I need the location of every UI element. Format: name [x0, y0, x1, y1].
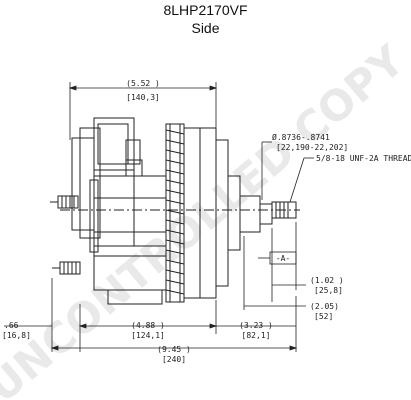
- dim-488-mm: [124,1]: [131, 331, 165, 340]
- dim-066-inch: .66: [4, 321, 19, 330]
- dim-shaft-dia-mm: [22,190-22,202]: [276, 143, 348, 152]
- dim-945-inch: (9.45 ): [157, 345, 191, 354]
- dim-205-inch: (2.05): [310, 302, 339, 311]
- terminal-stud-lower: [52, 261, 81, 275]
- datum-a: -A-: [276, 254, 290, 263]
- rear-housing: [71, 117, 143, 247]
- thread-note: 5/8-18 UNF-2A THREAD: [316, 154, 411, 163]
- shaft: [60, 201, 300, 219]
- dim-top-mm: [140,3]: [126, 93, 160, 102]
- dim-488-inch: (4.88 ): [131, 321, 165, 330]
- model-title: 8LHP2170VF: [163, 2, 248, 18]
- dim-shaft-dia-inch: Ø.8736-.8741: [272, 132, 330, 142]
- dim-102-inch: (1.02 ): [310, 276, 344, 285]
- watermark: UNCONTROLLED COPY: [0, 35, 411, 400]
- dim-top-inch: (5.52 ): [126, 79, 160, 88]
- dim-205-mm: [52]: [314, 312, 333, 321]
- dim-066-mm: [16,8]: [2, 331, 31, 340]
- dim-323-mm: [82,1]: [242, 331, 271, 340]
- terminal-stud-upper: [50, 195, 79, 209]
- view-title: Side: [191, 20, 220, 36]
- dimension-labels: (5.52 ) [140,3] Ø.8736-.8741 [22,190-22,…: [2, 79, 411, 364]
- dim-323-inch: (3.23 ): [239, 321, 273, 330]
- dim-102-mm: [25,8]: [314, 286, 343, 295]
- dimension-lines: [4, 82, 314, 352]
- dim-945-mm: [240]: [162, 355, 186, 364]
